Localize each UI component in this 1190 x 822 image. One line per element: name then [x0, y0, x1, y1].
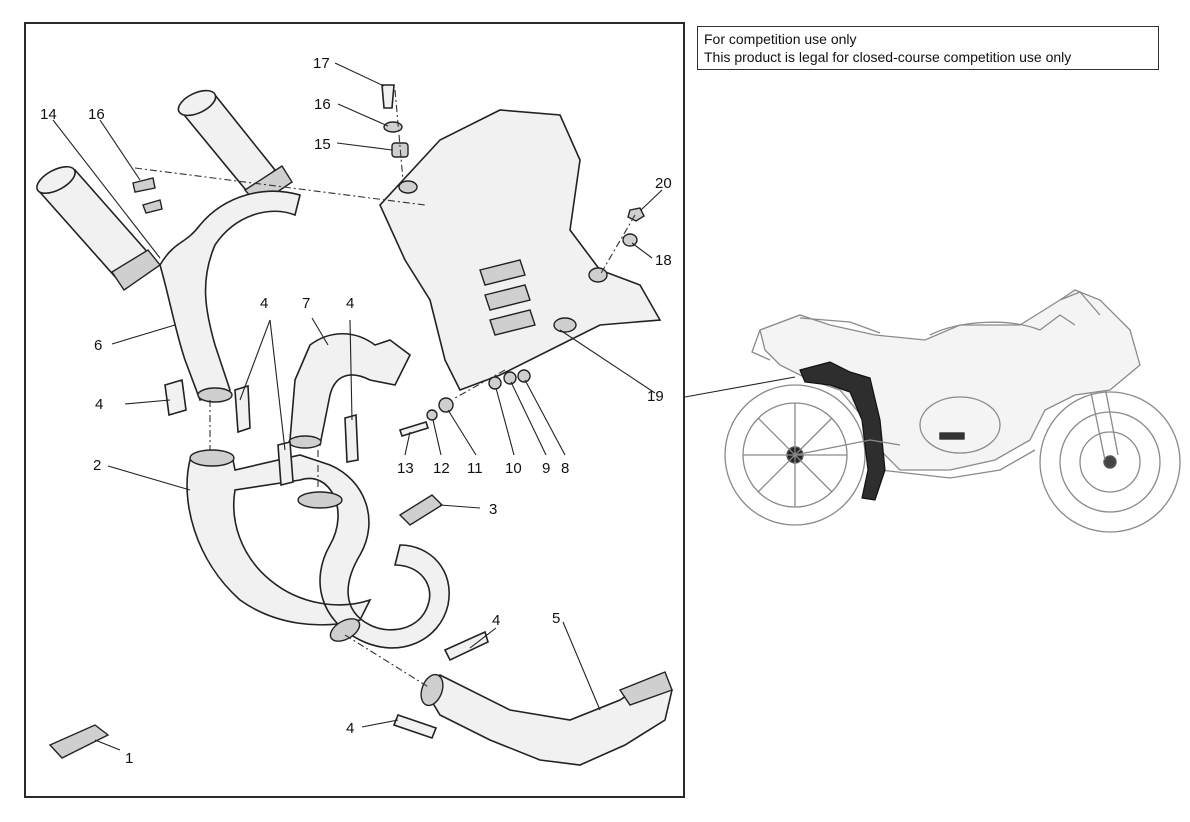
- callout-15: 15: [314, 136, 331, 153]
- callout-numbers: 1 2 3 4 4 4 4 4 5 6 7 8 9 10 11 12 13 14…: [40, 55, 672, 767]
- location-pointer: [684, 376, 796, 398]
- spring-1: [164, 378, 187, 417]
- leader-lines: [52, 62, 663, 751]
- callout-4-left: 4: [95, 396, 103, 413]
- callout-17: 17: [313, 55, 330, 72]
- callout-4-lower-right: 4: [492, 612, 500, 629]
- callout-20: 20: [655, 175, 672, 192]
- callout-4-right: 4: [346, 295, 354, 312]
- notice-line-1: For competition use only: [704, 31, 857, 47]
- callout-3: 3: [489, 501, 497, 518]
- collector-pipe: [186, 449, 450, 649]
- motorcycle-illustration: [724, 289, 1181, 533]
- callout-13: 13: [397, 460, 414, 477]
- highlighted-exhaust: [799, 361, 886, 501]
- callout-4-middle: 4: [260, 295, 268, 312]
- callout-2: 2: [93, 457, 101, 474]
- hardware: [48, 84, 645, 759]
- callout-11: 11: [467, 460, 483, 477]
- callout-8: 8: [561, 460, 569, 477]
- callout-16-left: 16: [88, 106, 105, 123]
- callout-18: 18: [655, 252, 672, 269]
- heat-shield: [379, 109, 662, 392]
- assembly-lines: [134, 89, 636, 689]
- callout-10: 10: [505, 460, 522, 477]
- y-link-pipe: [159, 190, 301, 403]
- spring-5: [443, 630, 489, 662]
- callout-19: 19: [647, 388, 664, 405]
- callout-4-bottom: 4: [346, 720, 354, 737]
- callout-6: 6: [94, 337, 102, 354]
- callout-7: 7: [302, 295, 310, 312]
- spring-4: [344, 413, 359, 463]
- callout-12: 12: [433, 460, 450, 477]
- callout-9: 9: [542, 460, 550, 477]
- callout-14: 14: [40, 106, 57, 123]
- silencer-upper: [177, 89, 293, 206]
- callout-16-top: 16: [314, 96, 331, 113]
- spring-6: [392, 713, 438, 740]
- header-elbow: [288, 333, 412, 449]
- lower-header-pipe: [420, 671, 673, 766]
- notice-line-2: This product is legal for closed-course …: [704, 49, 1072, 65]
- spring-3: [277, 440, 294, 487]
- silencer-lower: [36, 165, 162, 291]
- spring-2: [234, 384, 251, 434]
- callout-1: 1: [125, 750, 133, 767]
- callout-5: 5: [552, 610, 560, 627]
- competition-notice: For competition use only This product is…: [697, 26, 1159, 70]
